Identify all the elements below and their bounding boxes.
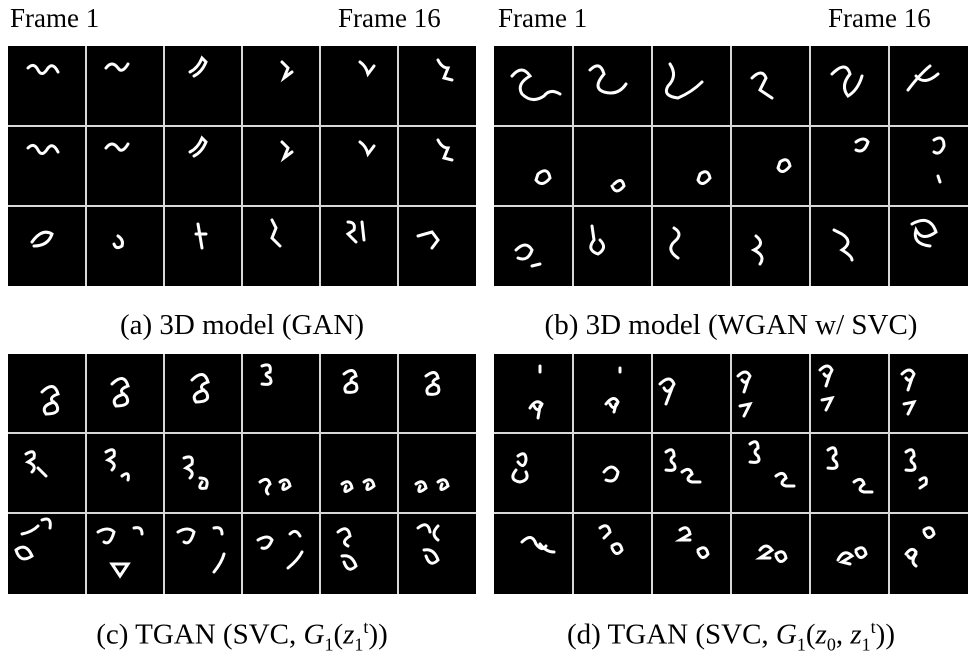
caption-d-sep: ,	[835, 618, 851, 651]
caption-a: (a) 3D model (GAN)	[119, 309, 364, 341]
caption-d-func-sub: 1	[796, 634, 806, 655]
caption-c-arg: z	[343, 618, 355, 651]
caption-d-arg1: z	[815, 618, 827, 651]
caption-d-suffix: ))	[875, 618, 895, 651]
caption-c: (c) TGAN (SVC, G1(z1t))	[96, 617, 388, 655]
frame-grid-a	[8, 46, 476, 286]
caption-c-arg-sub: 1	[354, 634, 364, 655]
frame-end-label-a: Frame 16	[338, 3, 441, 33]
generated-frames-c	[14, 363, 450, 579]
caption-d-prefix: (d) TGAN (SVC,	[567, 618, 776, 651]
caption-d-arg2: z	[850, 618, 862, 651]
caption-c-func-sub: 1	[324, 634, 334, 655]
frame-start-label-a: Frame 1	[10, 3, 100, 33]
caption-d-arg1-sub: 0	[826, 634, 836, 655]
frame-grid-d	[494, 354, 968, 594]
generated-frames-a	[26, 55, 454, 250]
caption-b: (b) 3D model (WGAN w/ SVC)	[544, 309, 918, 341]
caption-d-func: G	[775, 618, 797, 651]
caption-d-arg2-sub: 1	[861, 634, 871, 655]
caption-c-arg-sup: t	[363, 617, 369, 637]
caption-c-suffix: ))	[368, 618, 388, 651]
caption-d-arg2-sup: t	[870, 617, 876, 637]
frame-end-label-b: Frame 16	[828, 3, 931, 33]
frame-grid-b	[494, 46, 968, 286]
frame-grid-c	[8, 354, 476, 594]
caption-c-prefix: (c) TGAN (SVC,	[96, 618, 304, 651]
generated-frames-b	[510, 62, 946, 268]
caption-d: (d) TGAN (SVC, G1(z0, z1t))	[567, 617, 895, 655]
generated-frames-d	[511, 364, 936, 568]
caption-c-func: G	[303, 618, 325, 651]
frame-start-label-b: Frame 1	[498, 3, 588, 33]
